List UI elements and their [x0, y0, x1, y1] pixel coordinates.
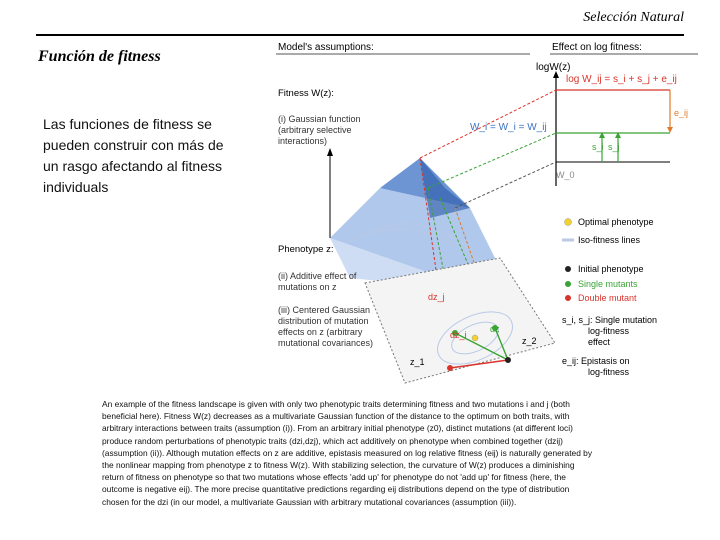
caption-line: return of fitness on phenotype so that t… [102, 472, 566, 483]
legend-eij-line2: log-fitness [588, 367, 630, 377]
assumption-ii-line1: (ii) Additive effect of [278, 271, 357, 281]
assumption-iii-line4: mutational covariances) [278, 338, 373, 348]
caption-line: chosen for the dzi (in our model, a mult… [102, 496, 517, 507]
caption-line: outcome is negative eij). The more preci… [102, 484, 570, 495]
z1-label: z_1 [410, 357, 425, 367]
gaussian-surface [330, 158, 500, 288]
sj-arrow-head [615, 132, 621, 138]
dashed-link-initial [454, 161, 557, 209]
legend-initial-marker [565, 266, 571, 272]
header-rule [36, 34, 684, 36]
eij-label: e_ij [674, 108, 688, 118]
legend-sisj-line2: log-fitness [588, 326, 630, 336]
eij-arrow-head [667, 127, 673, 133]
caption-line: produce random perturbations of phenotyp… [102, 435, 563, 446]
si-arrow-head [599, 132, 605, 138]
legend-initial: Initial phenotype [578, 264, 644, 274]
fitness-axis-arrow [327, 148, 333, 156]
slide-body-text: Las funciones de fitness se pueden const… [43, 116, 224, 195]
figure-svg: Model's assumptions: Effect on log fitne… [276, 42, 698, 384]
legend-single: Single mutants [578, 279, 638, 289]
legend-optimal: Optimal phenotype [578, 217, 654, 227]
assumption-i-line3: interactions) [278, 136, 327, 146]
legend-sisj-line3: effect [588, 337, 610, 347]
legend-double-marker [565, 295, 571, 301]
dz-label: dz [490, 324, 500, 334]
assumption-iii-line1: (iii) Centered Gaussian [278, 305, 370, 315]
assumption-iii-line3: effects on z (arbitrary [278, 327, 363, 337]
assumption-i-line2: (arbitrary selective [278, 125, 352, 135]
dashed-link-single [427, 132, 557, 189]
legend-eij-line1: e_ij: Epistasis on [562, 356, 630, 366]
caption-line: beneficial here). Fitness W(z) decreases… [102, 411, 570, 422]
legend-optimal-marker [564, 218, 572, 226]
figure-legend: Optimal phenotype Iso-fitness lines Init… [562, 217, 657, 377]
w0-label: W_0 [556, 170, 575, 180]
fitness-landscape-figure: Model's assumptions: Effect on log fitne… [270, 38, 700, 393]
caption-line: An example of the fitness landscape is g… [102, 399, 570, 409]
figure-caption: An example of the fitness landscape is g… [102, 398, 694, 508]
w-equality-label: W_i = W_i = W_ij [470, 122, 547, 133]
caption-line: arbitrary interactions between traits (a… [102, 423, 573, 434]
assumptions-header: Model's assumptions: [278, 42, 374, 53]
assumption-i-line1: (i) Gaussian function [278, 114, 361, 124]
caption-line: (assumption (ii)). Although mutation eff… [102, 447, 593, 458]
dzj-label: dz_j [428, 292, 445, 302]
caption-line: the nonlinear mapping from phenotype z t… [102, 460, 575, 471]
header-title: Selección Natural [583, 10, 684, 25]
legend-double: Double mutant [578, 293, 637, 303]
sj-label: s_j [608, 142, 620, 152]
z2-label: z_2 [522, 336, 537, 346]
si-label: s_i [592, 142, 604, 152]
log-fitness-equation: log W_ij = s_i + s_j + e_ij [566, 74, 677, 85]
slide-title: Función de fitness [38, 48, 161, 65]
effects-header: Effect on log fitness: [552, 42, 642, 53]
legend-sisj-line1: s_i, s_j: Single mutation [562, 315, 657, 325]
phenotype-label: Phenotype z: [278, 244, 333, 255]
dashed-link-double [419, 89, 557, 159]
assumption-iii-line2: distribution of mutation [278, 316, 369, 326]
log-w-axis-arrow [553, 71, 559, 78]
log-w-axis-label: logW(z) [536, 62, 570, 73]
legend-iso: Iso-fitness lines [578, 235, 641, 245]
assumption-ii-line2: mutations on z [278, 282, 337, 292]
phenotype-plane [364, 257, 556, 384]
fitness-label: Fitness W(z): [278, 88, 334, 99]
dzi-label: dz_i [450, 330, 467, 340]
legend-single-marker [565, 281, 571, 287]
